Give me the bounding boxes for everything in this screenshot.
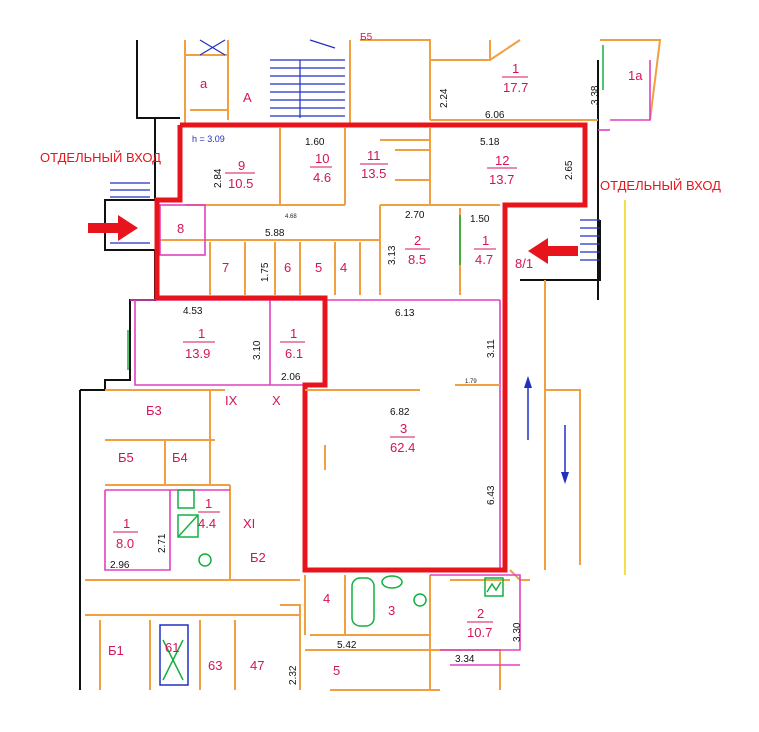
room-8-number: 8	[177, 221, 184, 236]
dim-2-84: 2.84	[213, 168, 224, 188]
room-1-wc-left-area: 8.0	[116, 536, 134, 551]
room-B4-number: Б4	[172, 450, 188, 465]
dim-1-60: 1.60	[305, 137, 325, 148]
room-4-number: 4	[340, 260, 347, 275]
outer-walls	[79, 40, 601, 690]
room-3-area: 62.4	[390, 440, 415, 455]
room-B3-number: Б3	[146, 403, 162, 418]
room-2-area: 8.5	[408, 252, 426, 267]
entrance-arrow-right	[528, 238, 578, 264]
room-11-area: 13.5	[361, 166, 386, 181]
room-8-1-number: 8/1	[515, 256, 533, 271]
dim-6-82: 6.82	[390, 407, 410, 418]
dim-3-30: 3.30	[512, 622, 523, 642]
dim-1-79: 1.79	[465, 379, 477, 385]
dim-6-13: 6.13	[395, 308, 415, 319]
room-1-left-number: 1	[198, 326, 205, 341]
room-5-bottom-number: 5	[333, 663, 340, 678]
room-3-bottom-number: 3	[388, 603, 395, 618]
room-2-bottom-area: 10.7	[467, 625, 492, 640]
dim-2-71: 2.71	[157, 533, 168, 553]
room-A-number: А	[243, 90, 252, 105]
dim-4-68: 4.68	[285, 214, 297, 220]
room-4-bottom-number: 4	[323, 591, 330, 606]
dim-2-24: 2.24	[439, 88, 450, 108]
room-labels: 9 10.5 10 4.6 11 13.5 12 13.7 8 7 6 5 4 …	[108, 32, 643, 678]
room-61-number: 61	[165, 640, 179, 655]
room-1-small-number: 1	[482, 233, 489, 248]
stairs-left	[110, 182, 150, 244]
room-6-number: 6	[284, 260, 291, 275]
dim-5-88: 5.88	[265, 228, 285, 239]
dim-5-18: 5.18	[480, 137, 500, 148]
room-IX-number: IX	[225, 393, 238, 408]
corridor-arrow-up	[524, 376, 532, 440]
dim-1-75: 1.75	[260, 262, 271, 282]
stairs-top-left	[199, 39, 336, 56]
room-5-number: 5	[315, 260, 322, 275]
dim-2-96: 2.96	[110, 560, 130, 571]
corridor-arrow-down	[561, 425, 569, 484]
dim-2-32: 2.32	[288, 665, 299, 685]
dim-2-06: 2.06	[281, 372, 301, 383]
room-1-small-area: 4.7	[475, 252, 493, 267]
room-12-number: 12	[495, 153, 509, 168]
room-B1-number: Б1	[108, 643, 124, 658]
ceiling-height-label: h = 3.09	[192, 134, 225, 144]
room-9-area: 10.5	[228, 176, 253, 191]
room-63-number: 63	[208, 658, 222, 673]
room-1-mid-number: 1	[290, 326, 297, 341]
dim-2-70: 2.70	[405, 210, 425, 221]
dim-2-65: 2.65	[564, 160, 575, 180]
sanitary-fixtures	[127, 45, 604, 686]
dim-6-06: 6.06	[485, 110, 505, 121]
room-1-mid-area: 6.1	[285, 346, 303, 361]
dim-3-38: 3.38	[590, 85, 601, 105]
room-47-number: 47	[250, 658, 264, 673]
room-2-bottom-number: 2	[477, 606, 484, 621]
interior-partitions	[305, 384, 500, 470]
room-3-number: 3	[400, 421, 407, 436]
room-X-number: X	[272, 393, 281, 408]
entrance-arrow-left	[88, 215, 138, 241]
dim-6-43: 6.43	[486, 485, 497, 505]
room-12-area: 13.7	[489, 172, 514, 187]
room-a-number: а	[200, 76, 208, 91]
room-B5-top-number: Б5	[360, 32, 373, 43]
room-B2-number: Б2	[250, 550, 266, 565]
stairs-top	[270, 59, 345, 118]
dim-3-11: 3.11	[486, 339, 497, 358]
room-10-area: 4.6	[313, 170, 331, 185]
dim-3-34: 3.34	[455, 654, 475, 665]
room-7-number: 7	[222, 260, 229, 275]
room-1-wc-area: 4.4	[198, 516, 216, 531]
room-1-left-area: 13.9	[185, 346, 210, 361]
room-1-top-number: 1	[512, 61, 519, 76]
dim-3-10: 3.10	[252, 340, 263, 360]
dim-1-50: 1.50	[470, 214, 490, 225]
room-9-number: 9	[238, 158, 245, 173]
room-10-number: 10	[315, 151, 329, 166]
dim-4-53: 4.53	[183, 306, 203, 317]
entrance-label-right: ОТДЕЛЬНЫЙ ВХОД	[600, 178, 721, 193]
premises-outline	[154, 122, 588, 573]
room-1-top-area: 17.7	[503, 80, 528, 95]
stairs-right	[580, 219, 600, 261]
dim-5-42: 5.42	[337, 640, 357, 651]
entrance-label-left: ОТДЕЛЬНЫЙ ВХОД	[40, 150, 161, 165]
room-11-number: 11	[367, 148, 381, 163]
inner-walls	[85, 39, 662, 691]
dimension-labels: 2.24 6.06 3.38 1.60 5.18 2.84 2.65 4.68 …	[110, 85, 601, 685]
room-XI-number: XI	[243, 516, 255, 531]
room-B5-number: Б5	[118, 450, 134, 465]
dim-3-13: 3.13	[387, 245, 398, 265]
room-1-wc-left-number: 1	[123, 516, 130, 531]
room-1-wc-number: 1	[205, 496, 212, 511]
room-1a-number: 1а	[628, 68, 643, 83]
room-2-number: 2	[414, 233, 421, 248]
